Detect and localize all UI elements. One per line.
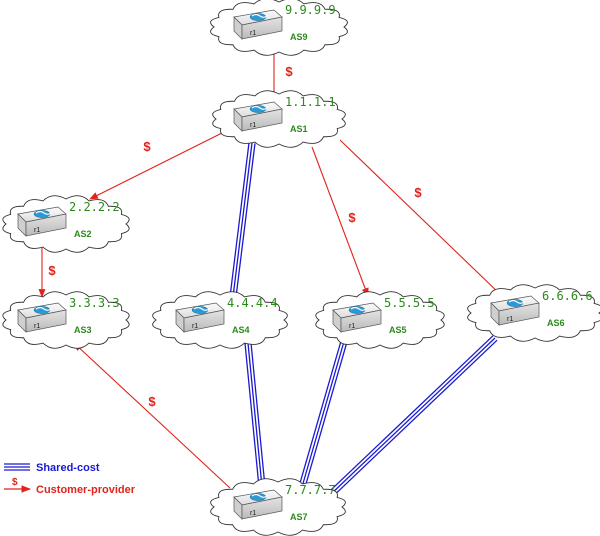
customer-provider-arrow	[339, 139, 503, 297]
node-ip: 2.2.2.2	[69, 200, 120, 214]
router-icon	[17, 206, 67, 237]
router-icon	[233, 101, 283, 132]
edge-as1-as5: $	[311, 146, 369, 297]
node-as-label: AS4	[232, 325, 250, 335]
edge-dollar-label: $	[148, 394, 156, 409]
legend-shared-cost-symbol	[4, 463, 30, 471]
router-icon	[233, 9, 283, 40]
shared-cost-line	[329, 337, 496, 496]
edge-dollar-label: $	[348, 210, 356, 225]
node-as-label: AS9	[290, 32, 308, 42]
shared-cost-line	[327, 335, 494, 494]
node-ip: 1.1.1.1	[285, 95, 336, 109]
router-icon	[17, 302, 67, 333]
node-as-label: AS6	[547, 318, 565, 328]
legend-dollar-symbol: $	[12, 477, 18, 488]
router-name: r1	[250, 30, 256, 37]
node-as-label: AS5	[389, 325, 407, 335]
router-name: r1	[34, 227, 40, 234]
router-icon	[332, 302, 382, 333]
router-name: r1	[507, 316, 513, 323]
edges-layer: $ $ $ $ $ $	[38, 52, 503, 498]
router-icon	[233, 489, 283, 520]
router-name: r1	[349, 323, 355, 330]
edge-as6-as7	[327, 335, 498, 498]
edge-as2-as3: $	[38, 248, 56, 298]
legend-customer-provider-label: Customer-provider	[36, 484, 136, 496]
shared-cost-line	[229, 142, 250, 297]
shared-cost-line	[298, 336, 343, 487]
edge-as1-as6: $	[339, 139, 503, 297]
node-ip: 5.5.5.5	[384, 296, 435, 310]
router-icon	[490, 295, 540, 326]
legend-shared-cost-label: Shared-cost	[36, 462, 100, 474]
node-as-label: AS2	[74, 229, 92, 239]
edge-as5-as7	[298, 336, 349, 489]
node-as-label: AS1	[290, 124, 308, 134]
router-icon	[175, 302, 225, 333]
shared-cost-line	[235, 143, 256, 298]
router-name: r1	[250, 122, 256, 129]
node-ip: 7.7.7.7	[285, 483, 336, 497]
node-ip: 9.9.9.9	[285, 3, 336, 17]
shared-cost-line	[304, 338, 349, 489]
shared-cost-line	[232, 142, 253, 298]
edge-dollar-label: $	[414, 185, 422, 200]
shared-cost-line	[301, 337, 346, 488]
shared-cost-line	[250, 342, 266, 487]
edge-as7-as3: $	[73, 342, 231, 489]
node-ip: 4.4.4.4	[227, 296, 278, 310]
router-name: r1	[192, 323, 198, 330]
edge-dollar-label: $	[48, 263, 56, 278]
router-name: r1	[34, 323, 40, 330]
router-name: r1	[250, 510, 256, 517]
customer-provider-arrow	[89, 132, 223, 200]
edge-as4-as7	[244, 342, 266, 488]
customer-provider-arrow	[73, 342, 231, 489]
edge-as1-as2: $	[89, 132, 223, 200]
shared-cost-line	[331, 339, 498, 498]
node-ip: 6.6.6.6	[542, 289, 593, 303]
shared-cost-line	[247, 342, 263, 488]
edge-dollar-label: $	[285, 64, 293, 79]
shared-cost-line	[244, 343, 260, 488]
node-as-label: AS3	[74, 325, 92, 335]
node-ip: 3.3.3.3	[69, 296, 120, 310]
legend: Shared-cost $ Customer-provider	[4, 462, 136, 496]
edge-as1-as4	[229, 142, 256, 298]
customer-provider-arrow	[311, 146, 369, 297]
edge-dollar-label: $	[143, 139, 151, 154]
node-as-label: AS7	[290, 512, 308, 522]
